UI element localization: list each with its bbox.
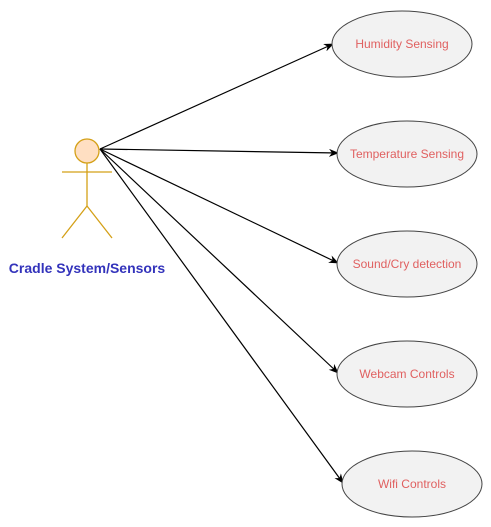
use-case-wifi-controls[interactable]: Wifi Controls bbox=[341, 450, 483, 518]
use-case-sound-cry-detection[interactable]: Sound/Cry detection bbox=[336, 230, 478, 298]
use-case-ellipse bbox=[336, 120, 478, 188]
use-case-ellipse bbox=[336, 340, 478, 408]
actor[interactable]: Cradle System/Sensors bbox=[9, 138, 166, 276]
use-case-webcam-controls[interactable]: Webcam Controls bbox=[336, 340, 478, 408]
actor-head bbox=[74, 138, 100, 164]
use-case-ellipse bbox=[336, 230, 478, 298]
association-sound-cry-detection[interactable] bbox=[99, 148, 339, 264]
associations bbox=[99, 43, 344, 484]
use-case-label: Humidity Sensing bbox=[355, 37, 448, 51]
use-case-label: Wifi Controls bbox=[378, 477, 446, 491]
association-wifi-controls[interactable] bbox=[99, 148, 344, 484]
actor-left-leg bbox=[61, 205, 88, 239]
use-case-temperature-sensing[interactable]: Temperature Sensing bbox=[336, 120, 478, 188]
association-webcam-controls[interactable] bbox=[99, 148, 339, 374]
association-temperature-sensing[interactable] bbox=[99, 148, 339, 157]
use-case-ellipse bbox=[331, 10, 473, 78]
use-case-label: Sound/Cry detection bbox=[353, 257, 462, 271]
actor-right-leg bbox=[86, 205, 113, 239]
use-case-label: Temperature Sensing bbox=[350, 147, 464, 161]
use-case-humidity-sensing[interactable]: Humidity Sensing bbox=[331, 10, 473, 78]
use-case-ellipse bbox=[341, 450, 483, 518]
use-case-label: Webcam Controls bbox=[359, 367, 454, 381]
actor-name: Cradle System/Sensors bbox=[9, 260, 166, 276]
association-humidity-sensing[interactable] bbox=[99, 43, 334, 150]
